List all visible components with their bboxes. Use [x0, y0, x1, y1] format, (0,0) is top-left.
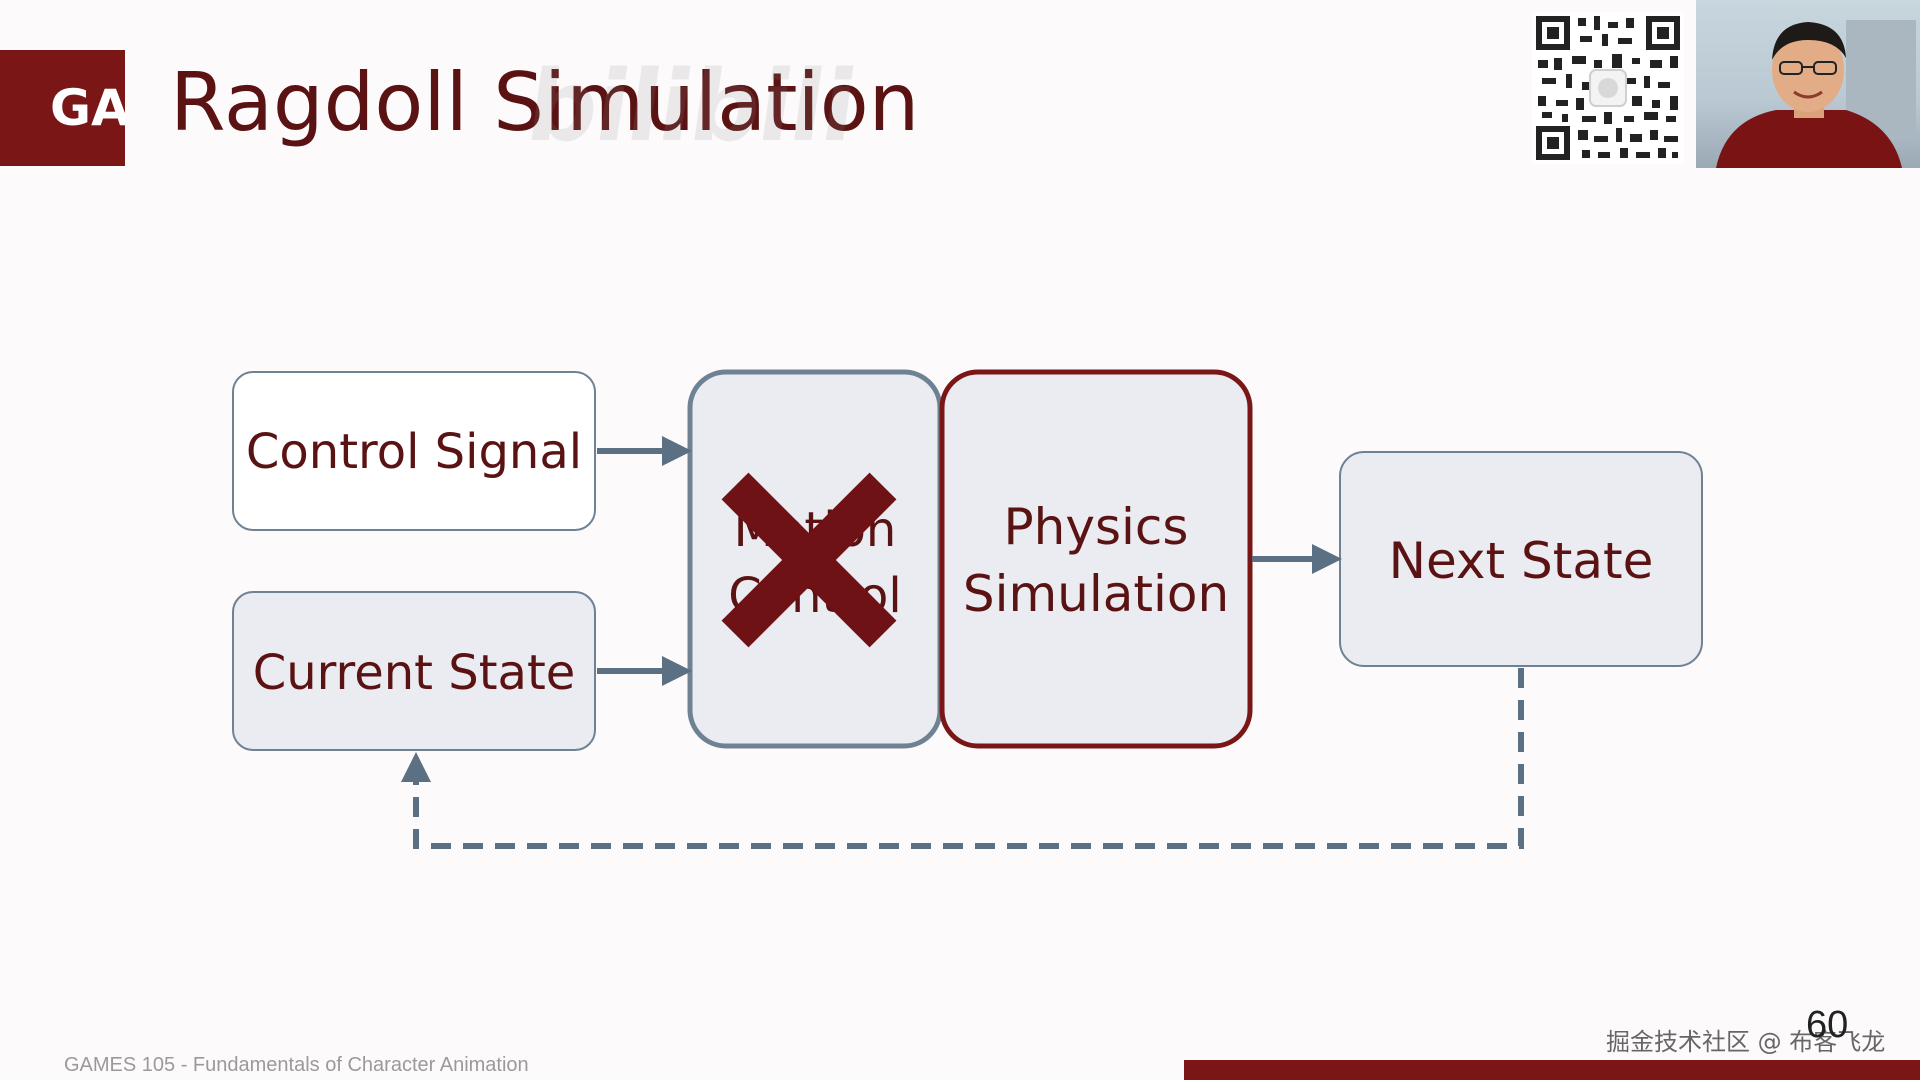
page-number: 60	[1806, 1004, 1849, 1046]
logo-text: GA	[50, 79, 125, 137]
current-state-box: Current State	[232, 591, 596, 751]
control-signal-box: Control Signal	[232, 371, 596, 531]
community-watermark: 掘金技术社区 @ 布客飞龙	[1606, 1028, 1886, 1056]
slide-title: Ragdoll Simulation	[170, 56, 920, 149]
current-state-label: Current State	[253, 645, 576, 701]
course-logo: GA	[0, 50, 125, 166]
cross-out-icon	[721, 472, 897, 648]
next-state-box: Next State	[1339, 451, 1703, 667]
presenter-webcam	[1696, 0, 1920, 168]
qr-code	[1532, 12, 1684, 164]
control-signal-label: Control Signal	[246, 424, 582, 480]
physics-simulation-box: Physics Simulation	[939, 369, 1253, 749]
physics-simulation-label-line2: Simulation	[963, 565, 1229, 623]
presenter-avatar	[1716, 20, 1916, 168]
course-footer: GAMES 105 - Fundamentals of Character An…	[64, 1054, 529, 1076]
footer-accent-bar	[1184, 1060, 1920, 1080]
physics-simulation-label-line1: Physics	[1004, 498, 1189, 556]
next-state-label: Next State	[1389, 532, 1654, 590]
feedback-loop-dashed-arrow	[401, 668, 1524, 849]
